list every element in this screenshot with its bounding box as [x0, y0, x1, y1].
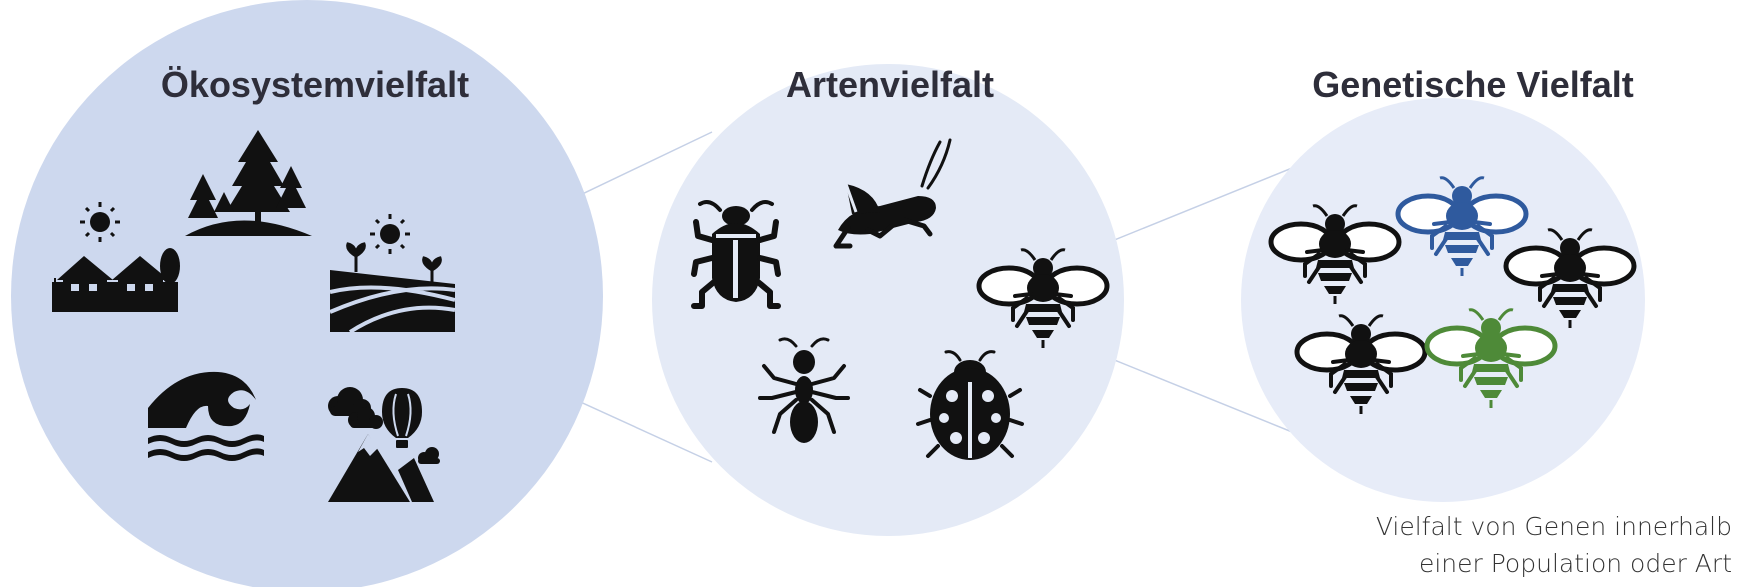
title-genetic: Genetische Vielfalt	[1312, 64, 1633, 105]
title-species: Artenvielfalt	[786, 64, 994, 105]
title-ecosystem: Ökosystemvielfalt	[161, 64, 469, 105]
caption-line-1: Vielfalt von Genen innerhalb	[1376, 508, 1732, 545]
caption-line-2: einer Population oder Art	[1376, 545, 1732, 582]
genetic-caption: Vielfalt von Genen innerhalb einer Popul…	[1376, 508, 1732, 582]
